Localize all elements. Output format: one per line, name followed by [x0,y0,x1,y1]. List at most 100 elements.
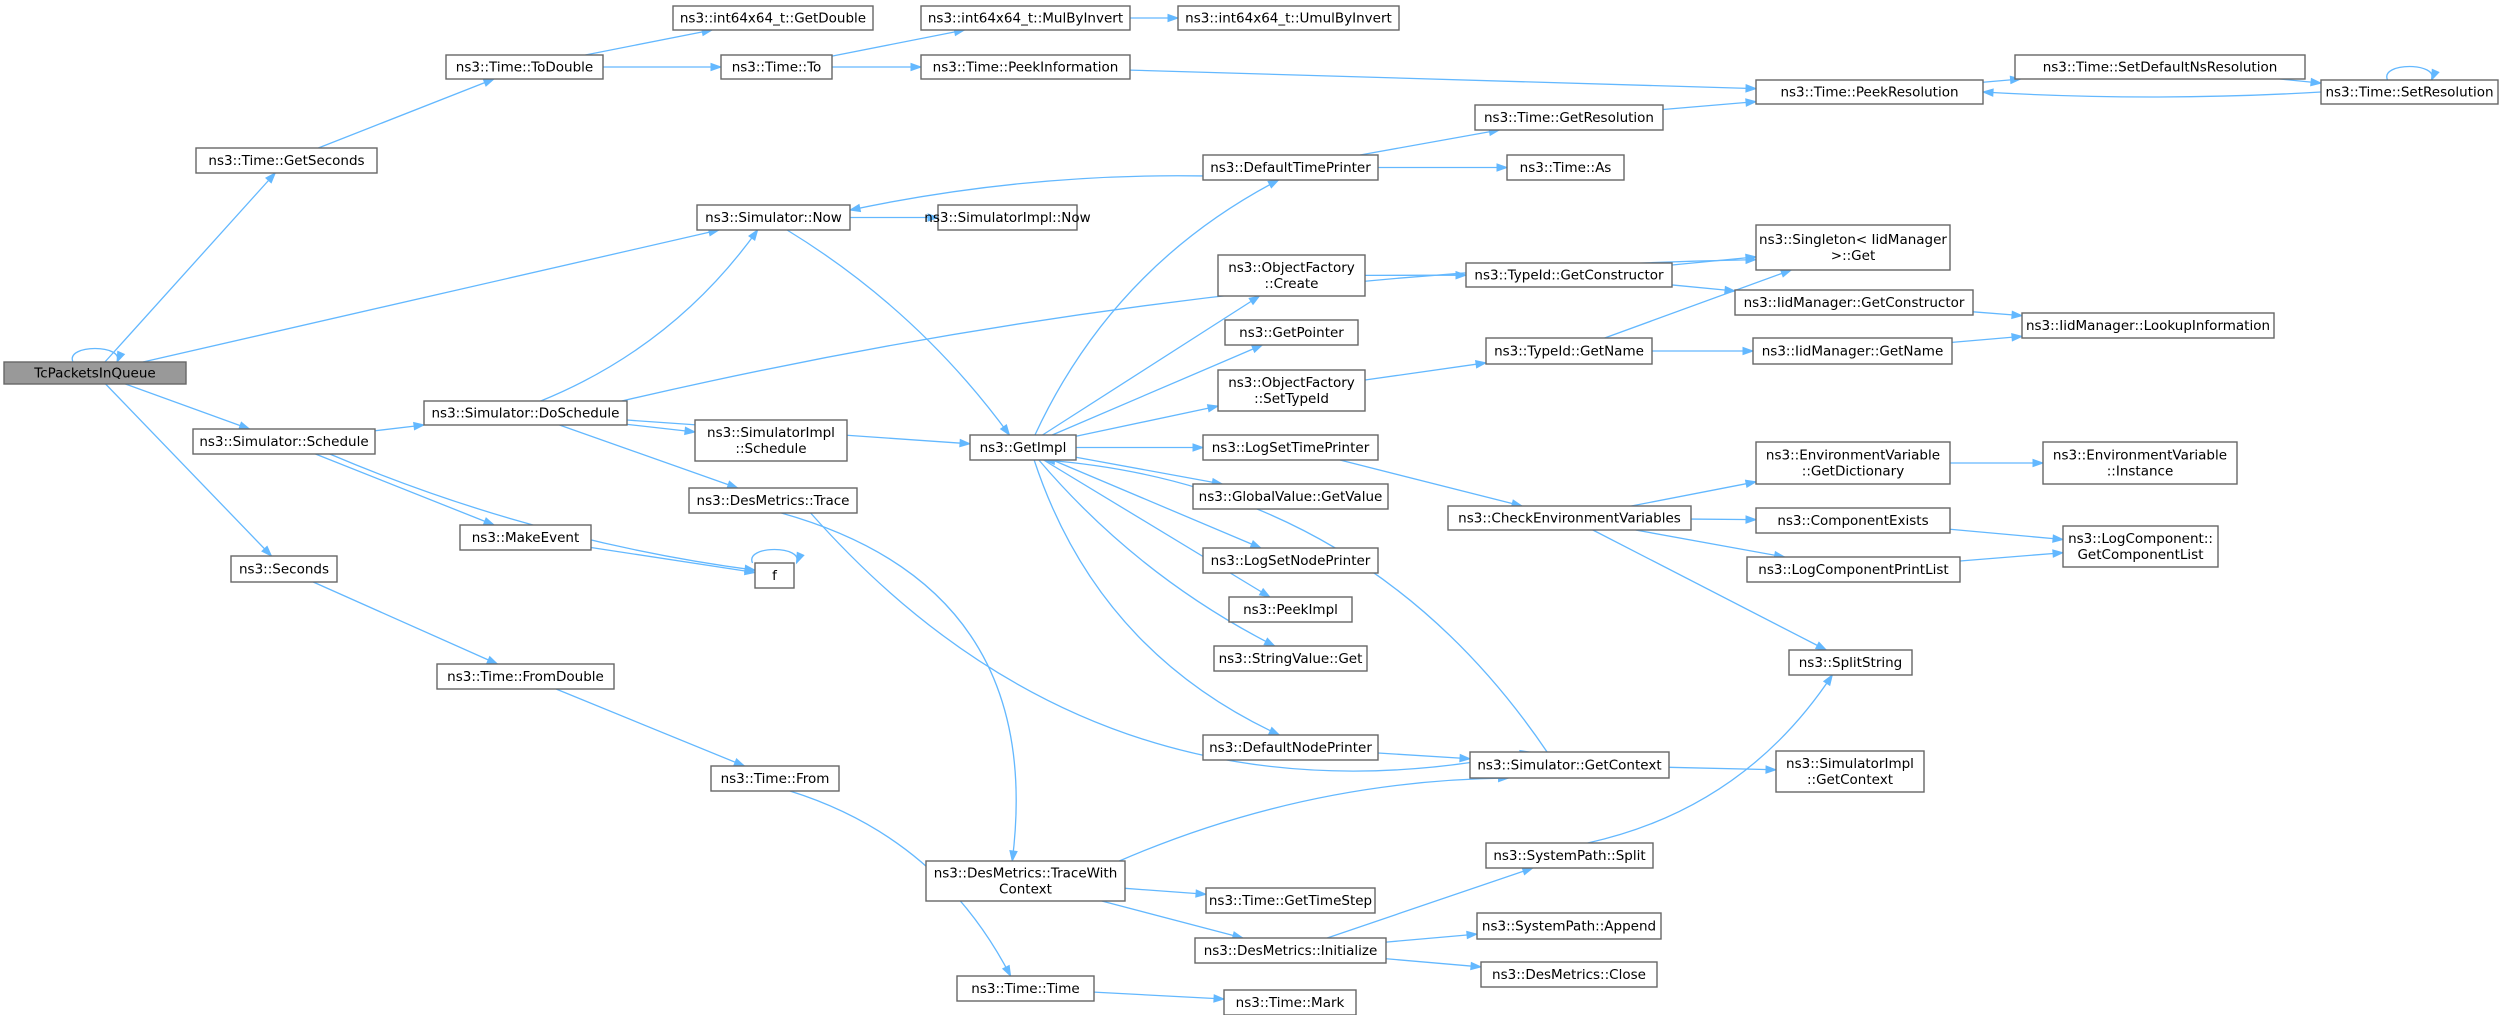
node-fromdouble[interactable]: ns3::Time::FromDouble [436,663,615,690]
node-label: ns3::CheckEnvironmentVariables [1458,511,1681,527]
node-box [696,204,851,231]
node-singleton[interactable]: ns3::Singleton< IidManager>::Get [1755,224,1951,271]
edge-line [2386,65,2433,81]
node-box [688,487,858,514]
node-timeto[interactable]: ns3::Time::To [720,54,833,80]
edge-getimpl-to-deftimeprinter [1034,179,1280,436]
node-box [1177,5,1400,31]
node-typeidgetname[interactable]: ns3::TypeId::GetName [1485,337,1653,365]
edge-line [1327,867,1533,939]
node-umulbyinvert[interactable]: ns3::int64x64_t::UmulByInvert [1177,5,1400,31]
edge-arrowhead [2052,549,2065,558]
edge-arrowhead [1822,673,1834,687]
node-syspathsplit[interactable]: ns3::SystemPath::Split [1485,842,1654,869]
node-label: ns3::SystemPath::Append [1482,919,1656,935]
node-getresolution[interactable]: ns3::Time::GetResolution [1474,104,1664,131]
node-simnow[interactable]: ns3::Simulator::Now [696,204,851,231]
node-label: ns3::ObjectFactory [1228,260,1355,276]
edge-doschedule-to-simimplschedule [626,423,697,436]
node-peekinfo[interactable]: ns3::Time::PeekInformation [920,54,1131,80]
edge-tracewithcontext-to-gettimestep [1124,887,1208,898]
node-getseconds[interactable]: ns3::Time::GetSeconds [195,147,378,174]
node-iidgetconstructor[interactable]: ns3::IidManager::GetConstructor [1734,289,1974,316]
node-box [937,204,1078,231]
node-root[interactable]: TcPacketsInQueue [3,361,187,385]
node-logcomplist[interactable]: ns3::LogComponent::GetComponentList [2062,525,2219,568]
node-label: ::GetDictionary [1802,464,1904,480]
node-f[interactable]: f [754,562,795,589]
node-simgetcontext[interactable]: ns3::Simulator::GetContext [1469,751,1670,779]
node-label: ns3::DefaultTimePrinter [1210,160,1371,176]
node-label: ns3::DefaultNodePrinter [1209,740,1372,756]
node-syspathappend[interactable]: ns3::SystemPath::Append [1476,912,1662,940]
node-iidgetname[interactable]: ns3::IidManager::GetName [1752,337,1953,365]
node-peekimpl[interactable]: ns3::PeekImpl [1228,596,1353,623]
edge-line [1052,459,1262,549]
node-label: ns3::GlobalValue::GetValue [1199,489,1383,505]
edge-arrowhead [1742,346,1755,356]
node-defnodeprinter[interactable]: ns3::DefaultNodePrinter [1202,734,1379,761]
node-desmetricstrace[interactable]: ns3::DesMetrics::Trace [688,487,858,514]
node-label: ns3::Simulator::Now [705,210,842,226]
node-setdefaultns[interactable]: ns3::Time::SetDefaultNsResolution [2014,54,2306,80]
edge-defnodeprinter-to-simgetcontext [1377,752,1472,763]
node-deftimeprinter[interactable]: ns3::DefaultTimePrinter [1202,154,1379,181]
node-simimplschedule[interactable]: ns3::SimulatorImpl::Schedule [694,419,848,462]
node-box [1755,441,1951,485]
node-todouble[interactable]: ns3::Time::ToDouble [445,54,604,80]
node-gettimestep[interactable]: ns3::Time::GetTimeStep [1205,887,1376,914]
edge-arrowhead [1167,13,1180,23]
node-getconstructor[interactable]: ns3::TypeId::GetConstructor [1465,262,1673,288]
node-label: f [772,568,778,584]
node-i64getdouble[interactable]: ns3::int64x64_t::GetDouble [672,5,874,31]
edge-arrowhead [748,228,759,242]
node-mulbyinvert[interactable]: ns3::int64x64_t::MulByInvert [920,5,1131,31]
node-setres[interactable]: ns3::Time::SetResolution [2320,79,2499,105]
edge-line [1075,456,1223,485]
node-getimpl[interactable]: ns3::GetImpl [969,434,1077,461]
edge-arrowhead [1268,726,1281,736]
node-timetime[interactable]: ns3::Time::Time [956,975,1095,1002]
node-desinit[interactable]: ns3::DesMetrics::Initialize [1194,937,1387,964]
node-box [3,361,187,385]
edge-arrowhead [1206,404,1220,413]
edge-line [1033,459,1280,736]
node-seconds[interactable]: ns3::Seconds [230,555,338,583]
node-lookupinfo[interactable]: ns3::IidManager::LookupInformation [2021,312,2275,339]
node-simimplnow[interactable]: ns3::SimulatorImpl::Now [924,204,1091,231]
node-envinstance[interactable]: ns3::EnvironmentVariable::Instance [2042,441,2238,485]
node-logsettimeprinter[interactable]: ns3::LogSetTimePrinter [1202,434,1379,461]
edge-objfsettypeid-to-typeidgetname [1364,360,1488,381]
edge-line [104,172,276,363]
node-simschedule[interactable]: ns3::Simulator::Schedule [192,428,376,455]
node-timefrom[interactable]: ns3::Time::From [710,765,840,792]
edge-arrowhead [710,62,723,72]
node-label: ns3::SimulatorImpl [707,425,835,441]
edge-line [1631,481,1757,507]
node-objfsettypeid[interactable]: ns3::ObjectFactory::SetTypeId [1217,369,1366,412]
node-getpointer[interactable]: ns3::GetPointer [1224,319,1359,346]
node-simimplgetcontext[interactable]: ns3::SimulatorImpl::GetContext [1775,750,1925,793]
edge-arrowhead [1745,515,1758,524]
node-checkenv[interactable]: ns3::CheckEnvironmentVariables [1447,505,1692,531]
node-objfcreate[interactable]: ns3::ObjectFactory::Create [1217,254,1366,297]
node-envgetdict[interactable]: ns3::EnvironmentVariable::GetDictionary [1755,441,1951,485]
node-logsetnodeprinter[interactable]: ns3::LogSetNodePrinter [1202,547,1379,574]
node-stringvalueget[interactable]: ns3::StringValue::Get [1213,645,1368,672]
node-compexists[interactable]: ns3::ComponentExists [1755,507,1951,534]
node-makeevent[interactable]: ns3::MakeEvent [459,524,592,551]
node-label: ns3::TypeId::GetConstructor [1474,268,1664,284]
edge-iidgetname-to-lookupinfo [1951,332,2024,344]
node-logcompprintlist[interactable]: ns3::LogComponentPrintList [1746,556,1961,583]
node-doschedule[interactable]: ns3::Simulator::DoSchedule [423,400,628,426]
node-globalvalue[interactable]: ns3::GlobalValue::GetValue [1192,483,1389,510]
edge-envgetdict-to-envinstance [1950,458,2045,468]
node-peekres[interactable]: ns3::Time::PeekResolution [1755,79,1984,105]
node-label: ns3::EnvironmentVariable [2053,448,2227,464]
node-timemark[interactable]: ns3::Time::Mark [1223,989,1357,1015]
edge-line [1592,529,1827,651]
node-desclose[interactable]: ns3::DesMetrics::Close [1480,961,1658,988]
node-timeas[interactable]: ns3::Time::As [1506,154,1625,181]
node-splitstring[interactable]: ns3::SplitString [1788,649,1913,676]
